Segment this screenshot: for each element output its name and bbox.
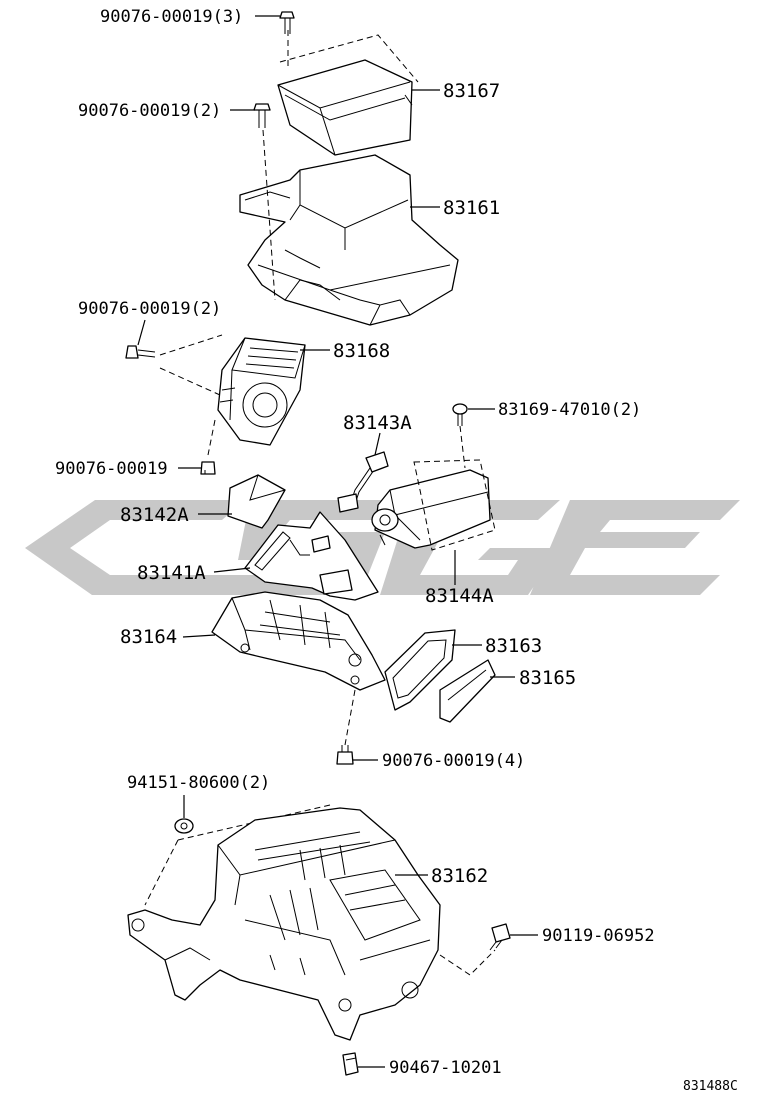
label-bolt-upper: 90076-00019(2): [78, 101, 221, 121]
leader-lines: [137, 15, 538, 1068]
label-bolt-lower: 90076-00019(4): [382, 751, 525, 771]
part-83144a-actuator: [371, 469, 491, 549]
part-83141a-plate: [244, 511, 379, 601]
label-83168: 83168: [333, 340, 390, 362]
label-83167: 83167: [443, 80, 500, 102]
bolt-single-icon: [200, 461, 216, 475]
label-83142a: 83142A: [120, 504, 189, 526]
bolt-90119-icon: [489, 923, 511, 951]
label-clip-90467: 90467-10201: [389, 1058, 502, 1078]
clip-90467-icon: [342, 1052, 359, 1076]
label-83163: 83163: [485, 635, 542, 657]
label-83165: 83165: [519, 667, 576, 689]
part-83168-blower: [217, 337, 306, 446]
bolt-mid-icon: [125, 345, 156, 359]
part-83143a-harness: [337, 451, 389, 513]
part-83167-cover: [277, 59, 413, 156]
label-83143a: 83143A: [343, 412, 412, 434]
nut-94151-icon: [174, 818, 194, 834]
diagram-code: 831488C: [683, 1079, 738, 1094]
part-83163-filter-frame: [384, 629, 456, 711]
part-83164-frame: [211, 591, 386, 691]
part-83162-case: [127, 807, 441, 1041]
bolt-upper-icon: [253, 103, 271, 128]
screw-83169-icon: [452, 403, 468, 426]
label-bolt-mid: 90076-00019(2): [78, 299, 221, 319]
part-83142a-film: [227, 474, 286, 529]
label-83162: 83162: [431, 865, 488, 887]
label-83161: 83161: [443, 197, 500, 219]
part-83165-filter: [439, 659, 496, 723]
label-83164: 83164: [120, 626, 177, 648]
label-83141a: 83141A: [137, 562, 206, 584]
bolt-lower-icon: [336, 745, 354, 765]
label-bolt-single: 90076-00019: [55, 459, 168, 479]
label-screw-83169: 83169-47010(2): [498, 400, 641, 420]
part-83161-housing: [239, 154, 459, 326]
label-bolt-top: 90076-00019(3): [100, 7, 243, 27]
label-83144a: 83144A: [425, 585, 494, 607]
label-nut-94151: 94151-80600(2): [127, 773, 270, 793]
label-bolt-90119: 90119-06952: [542, 926, 655, 946]
bolt-top-icon: [279, 11, 295, 34]
